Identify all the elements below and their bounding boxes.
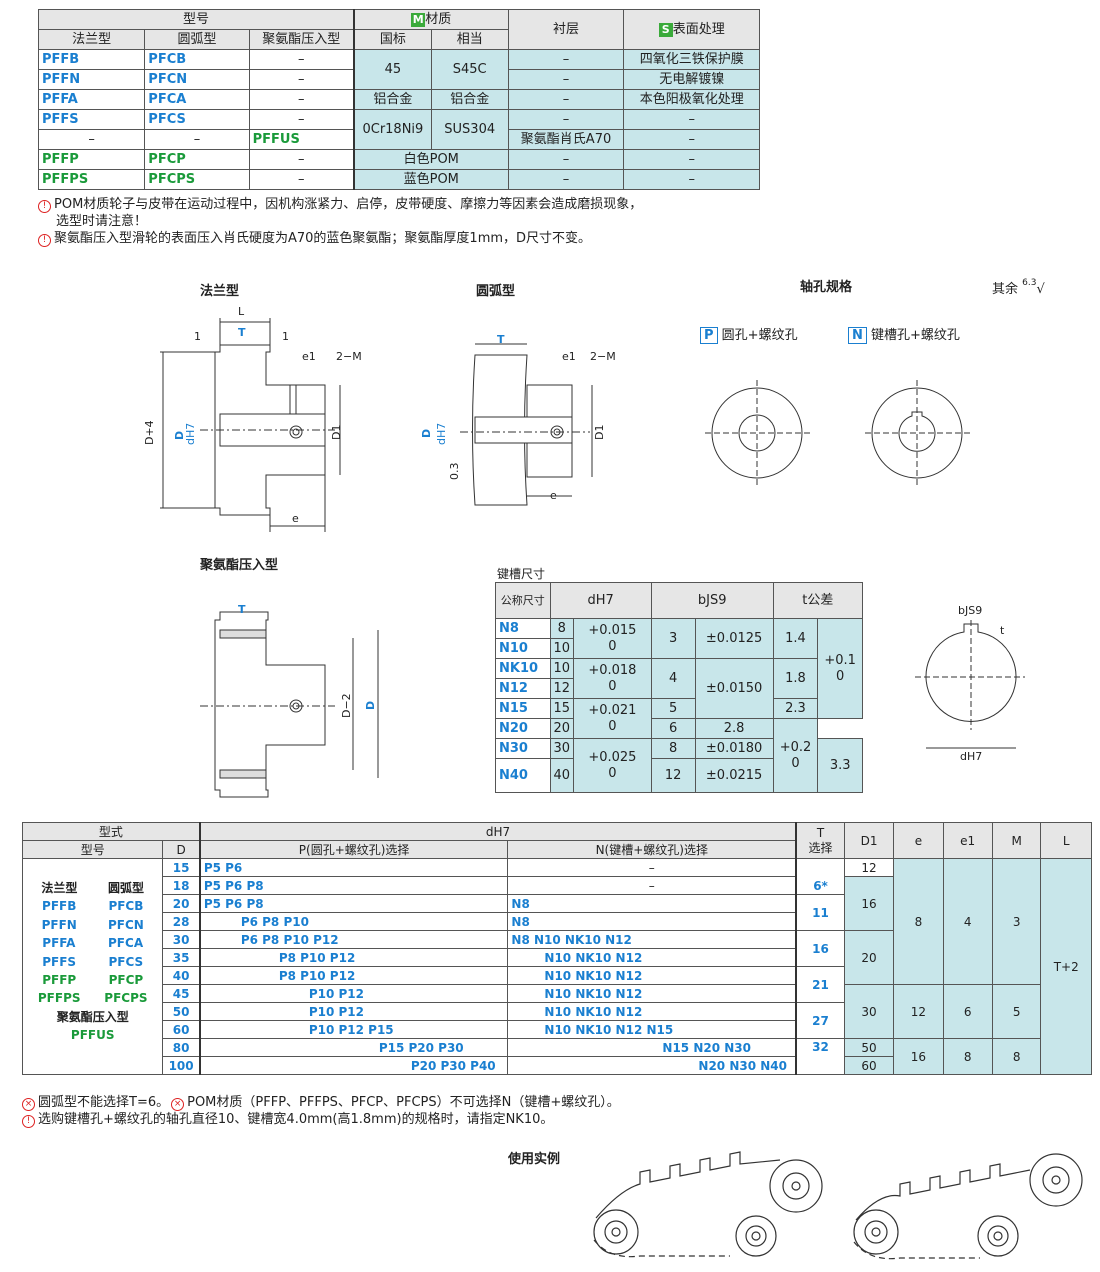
dim-dH7-arc: dH7 — [435, 423, 448, 445]
dim-D-arc: D — [420, 429, 433, 438]
kw-h-b: bJS9 — [650, 582, 774, 619]
flange-title: 法兰型 — [200, 284, 240, 299]
dim-D: D — [173, 431, 186, 440]
dim-D4: D+4 — [143, 420, 156, 445]
warning-icon: ! — [22, 1115, 35, 1128]
keyway-detail-drawing — [915, 620, 1025, 749]
arc-drawing — [460, 343, 593, 506]
dim-bJS9: bJS9 — [958, 604, 982, 617]
dim-D-pu: D — [364, 701, 377, 710]
pu-drawing — [200, 611, 379, 798]
dim-D2: D−2 — [340, 693, 353, 718]
dim-T: T — [238, 326, 246, 339]
sel-h-dh7: dH7 — [198, 822, 797, 841]
dim-e: e — [292, 512, 299, 525]
m-tag: M — [411, 13, 426, 27]
warning-icon: ! — [38, 200, 51, 213]
usage-title: 使用实例 — [508, 1152, 561, 1167]
roughness-icon: √ — [1036, 282, 1045, 297]
dim-03: 0.3 — [448, 463, 461, 481]
bore-title: 轴孔规格 — [800, 280, 853, 295]
technical-drawings: L T 1 1 e1 2−M D+4 D dH7 D1 e T e1 2−M D… — [143, 305, 1025, 798]
n-label: N 键槽孔+螺纹孔 — [848, 324, 960, 344]
arc-header: 圆弧型 — [144, 29, 250, 50]
roughness-note: 其余 6.3√ — [992, 278, 1045, 297]
dim-e1: e1 — [302, 350, 316, 363]
model-header: 型号 — [37, 9, 355, 30]
flange-header: 法兰型 — [37, 29, 146, 50]
arc-title: 圆弧型 — [476, 284, 516, 299]
dim-t: t — [1000, 624, 1005, 637]
prohibit-icon: × — [22, 1098, 35, 1111]
dim-2M: 2−M — [336, 350, 362, 363]
dim-e-arc: e — [550, 489, 557, 502]
dim-dH7-key: dH7 — [960, 750, 982, 763]
top-notes: !POM材质轮子与皮带在运动过程中，因机构涨紧力、启停，皮带硬度、摩擦力等因素会… — [38, 196, 778, 247]
gb-header: 国标 — [352, 29, 432, 50]
lining-header: 衬层 — [507, 9, 625, 50]
flange-drawing — [160, 318, 341, 532]
dim-1-left: 1 — [194, 330, 201, 343]
kw-h-d: dH7 — [549, 582, 652, 619]
dim-2M-arc: 2−M — [590, 350, 616, 363]
pu-header: 聚氨酯压入型 — [248, 29, 355, 50]
prohibit-icon: × — [171, 1098, 185, 1111]
equiv-header: 相当 — [430, 29, 509, 50]
sel-h-form: 型式 — [21, 822, 201, 841]
bottom-notes: ×圆弧型不能选择T=6。×POM材质（PFFP、PFFPS、PFCP、PFCPS… — [22, 1094, 1022, 1128]
dim-D1: D1 — [330, 425, 343, 440]
warning-icon: ! — [38, 234, 51, 247]
keyway-title: 键槽尺寸 — [497, 567, 546, 581]
pu-title: 聚氨酯压入型 — [200, 558, 279, 573]
p-label: P 圆孔+螺纹孔 — [700, 324, 798, 344]
usage-illustration — [593, 1151, 1083, 1260]
dim-dH7: dH7 — [184, 423, 197, 445]
s-tag: S — [658, 23, 673, 37]
dim-e1-arc: e1 — [562, 350, 576, 363]
n-bore-drawing — [865, 380, 970, 486]
dim-D1-arc: D1 — [593, 425, 606, 440]
kw-h-nominal: 公称尺寸 — [495, 582, 551, 619]
dim-1-right: 1 — [282, 330, 289, 343]
kw-h-t: t公差 — [772, 582, 864, 619]
dim-T-arc: T — [497, 333, 505, 346]
dim-T-pu: T — [238, 603, 246, 616]
dim-L: L — [238, 305, 245, 318]
p-bore-drawing — [705, 380, 810, 486]
